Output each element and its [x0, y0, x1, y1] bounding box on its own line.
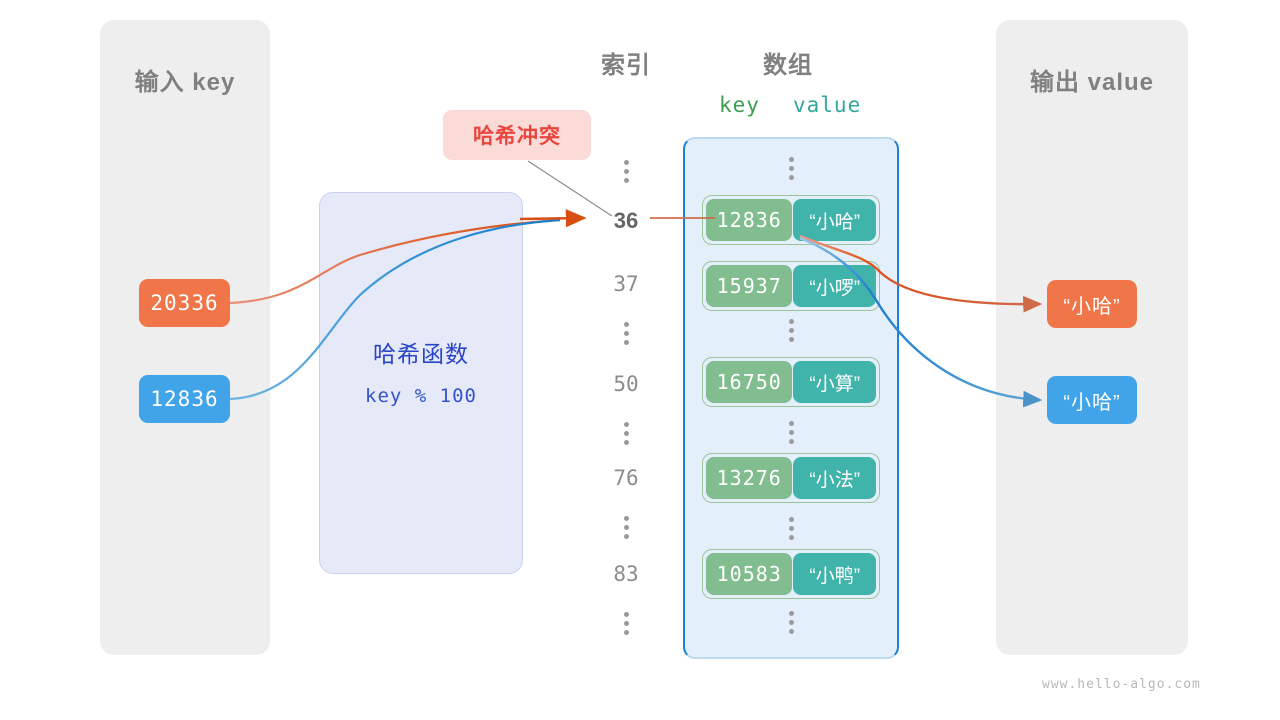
output-value-0: “小哈”: [1047, 280, 1137, 328]
array-ellipsis: [685, 611, 897, 634]
index-ellipsis: [586, 516, 666, 539]
array-ellipsis: [685, 157, 897, 180]
index-ellipsis: [586, 612, 666, 635]
array-column-title: 数组: [763, 52, 813, 79]
array-entry: 15937“小啰”: [702, 261, 880, 311]
input-panel-title: 输入 key: [134, 69, 236, 96]
input-key-1: 12836: [139, 375, 230, 423]
hash-collision-label: 哈希冲突: [473, 125, 561, 148]
entry-value: “小算”: [793, 361, 876, 403]
output-panel: 输出 value: [996, 20, 1188, 655]
entry-key: 10583: [706, 553, 793, 595]
index-column-title: 索引: [601, 52, 651, 79]
key-value-header: key value: [683, 93, 895, 119]
hash-function-name: 哈希函数: [373, 341, 469, 367]
array-entry: 13276“小法”: [702, 453, 880, 503]
input-key-0: 20336: [139, 279, 230, 327]
array-entry: 12836“小哈”: [702, 195, 880, 245]
entry-value: “小法”: [793, 457, 876, 499]
index-label-50: 50: [613, 372, 639, 396]
input-panel: 输入 key: [100, 20, 270, 655]
arrow-to-index-36: [519, 209, 587, 228]
hash-function-box: 哈希函数 key % 100: [319, 192, 523, 574]
entry-key: 15937: [706, 265, 793, 307]
index-label-36: 36: [613, 208, 639, 233]
entry-key: 12836: [706, 199, 793, 241]
index-ellipsis: [586, 160, 666, 183]
array-ellipsis: [685, 319, 897, 342]
hash-function-expression: key % 100: [365, 385, 477, 407]
array-entry: 10583“小鸭”: [702, 549, 880, 599]
index-label-76: 76: [613, 466, 639, 490]
watermark: www.hello-algo.com: [1042, 677, 1201, 692]
index-column: 36 37 50 76 83: [586, 140, 666, 660]
hash-collision-badge: 哈希冲突: [443, 110, 591, 160]
array-container: 12836“小哈”15937“小啰”16750“小算”13276“小法”1058…: [683, 137, 899, 659]
entry-key: 16750: [706, 361, 793, 403]
entry-value: “小鸭”: [793, 553, 876, 595]
index-ellipsis: [586, 422, 666, 445]
entry-value: “小啰”: [793, 265, 876, 307]
output-value-1: “小哈”: [1047, 376, 1137, 424]
index-label-37: 37: [613, 272, 639, 296]
output-panel-title: 输出 value: [1029, 69, 1155, 96]
entry-value: “小哈”: [793, 199, 876, 241]
array-ellipsis: [685, 517, 897, 540]
value-header-label: value: [793, 93, 862, 117]
entry-key: 13276: [706, 457, 793, 499]
array-ellipsis: [685, 421, 897, 444]
key-header-label: key: [719, 93, 760, 117]
index-ellipsis: [586, 322, 666, 345]
index-label-83: 83: [613, 562, 639, 586]
array-entry: 16750“小算”: [702, 357, 880, 407]
